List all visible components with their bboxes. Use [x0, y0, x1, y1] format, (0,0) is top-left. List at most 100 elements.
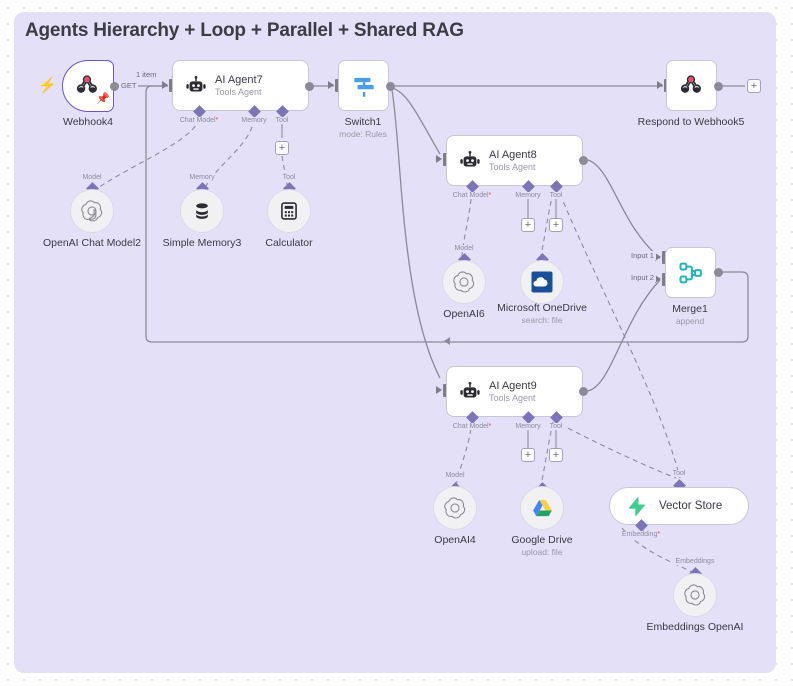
- openai4-port-label: Model: [443, 472, 467, 479]
- node-label-microsoft-onedrive: Microsoft OneDrive: [497, 302, 587, 314]
- switch1-output-port[interactable]: [386, 82, 395, 91]
- ai-agent9-chatmodel-label: Chat Model: [450, 423, 494, 430]
- trigger-bolt-icon: ⚡: [38, 77, 57, 94]
- ai-agent8-input-port[interactable]: [443, 153, 448, 166]
- robot-icon: [460, 150, 480, 166]
- respond5-output-port[interactable]: [714, 82, 723, 91]
- merge1-input2-port[interactable]: [662, 273, 667, 286]
- switch-icon: [353, 77, 374, 97]
- ai-agent9-memory-label: Memory: [513, 423, 543, 430]
- openai-chat-model2-port-label: Model: [80, 174, 104, 181]
- ai-agent8-tool-label: Tool: [547, 192, 565, 199]
- robot-icon: [186, 75, 206, 91]
- webhook4-output-port[interactable]: [110, 82, 119, 91]
- ai-agent7-tool-label: Tool: [273, 117, 291, 124]
- pin-icon[interactable]: 📌: [96, 93, 110, 105]
- ai-agent8-input-arrow: [436, 155, 442, 163]
- merge1-output-port[interactable]: [714, 268, 723, 277]
- node-title-ai-agent7: AI Agent7: [215, 74, 263, 86]
- node-sublabel-microsoft-onedrive: search: file: [521, 315, 563, 325]
- node-microsoft-onedrive[interactable]: [520, 260, 564, 304]
- calculator-icon: [281, 202, 297, 220]
- database-icon: [196, 203, 208, 219]
- node-label-simple-memory3: Simple Memory3: [162, 237, 242, 249]
- node-ai-agent9[interactable]: AI Agent9 Tools Agent: [446, 366, 583, 417]
- ai-agent8-tool-add-button[interactable]: +: [549, 218, 563, 232]
- node-label-switch1: Switch1: [344, 116, 382, 128]
- node-ai-agent7[interactable]: AI Agent7 Tools Agent: [172, 60, 309, 111]
- node-switch1[interactable]: [338, 60, 389, 111]
- workflow-panel: [14, 12, 776, 673]
- node-subtitle-ai-agent7: Tools Agent: [215, 87, 262, 97]
- n8n-webhook-icon: [76, 75, 97, 93]
- node-ai-agent8[interactable]: AI Agent8 Tools Agent: [446, 135, 583, 186]
- google-drive-icon: [532, 499, 552, 516]
- node-label-openai6: OpenAI6: [443, 308, 485, 320]
- ai-agent8-memory-add-button[interactable]: +: [521, 218, 535, 232]
- switch1-input-port[interactable]: [335, 79, 340, 92]
- node-title-ai-agent8: AI Agent8: [489, 149, 537, 161]
- ai-agent8-chatmodel-label: Chat Model: [450, 192, 494, 199]
- node-vector-store[interactable]: Vector Store: [609, 487, 749, 525]
- ai-agent7-output-port[interactable]: [305, 82, 314, 91]
- node-label-openai4: OpenAI4: [434, 534, 476, 546]
- embeddings-openai-port-label: Embeddings: [673, 558, 717, 565]
- merge1-input1-arrow: [655, 253, 661, 261]
- webhook4-items-label: 1 item: [134, 70, 159, 79]
- ai-agent7-tool-add-button[interactable]: +: [275, 141, 289, 155]
- webhook4-method-label: GET: [119, 81, 139, 90]
- ai-agent9-tool-label: Tool: [547, 423, 565, 430]
- node-openai6[interactable]: [442, 260, 486, 304]
- merge-icon: [679, 262, 702, 283]
- node-label-openai-chat-model2: OpenAI Chat Model2: [42, 237, 142, 249]
- ai-agent9-tool-add-button[interactable]: +: [549, 448, 563, 462]
- page-title: Agents Hierarchy + Loop + Parallel + Sha…: [25, 20, 464, 41]
- ai-agent7-input-port[interactable]: [169, 79, 174, 92]
- node-respond-to-webhook5[interactable]: [666, 60, 717, 111]
- node-embeddings-openai[interactable]: [673, 573, 717, 617]
- vector-store-tool-label: Tool: [670, 470, 688, 477]
- n8n-webhook-icon: [680, 74, 701, 93]
- ai-agent7-memory-label: Memory: [239, 117, 269, 124]
- respond5-input-arrow: [657, 81, 663, 89]
- openai-icon: [81, 200, 103, 222]
- ai-agent8-output-port[interactable]: [579, 156, 588, 165]
- node-google-drive[interactable]: [520, 486, 564, 530]
- node-label-merge1: Merge1: [672, 303, 708, 315]
- merge1-input1-label: Input 1: [629, 251, 656, 260]
- node-label-respond-to-webhook5: Respond to Webhook5: [637, 116, 745, 128]
- node-openai-chat-model2[interactable]: [70, 189, 114, 233]
- node-simple-memory3[interactable]: [180, 189, 224, 233]
- node-merge1[interactable]: [665, 247, 716, 298]
- node-sublabel-switch1: mode: Rules: [339, 129, 387, 139]
- openai-icon: [684, 584, 706, 606]
- loop-arrow-icon: [444, 337, 450, 345]
- ai-agent9-output-port[interactable]: [579, 387, 588, 396]
- node-label-google-drive: Google Drive: [511, 534, 573, 546]
- ai-agent9-memory-add-button[interactable]: +: [521, 448, 535, 462]
- node-label-embeddings-openai: Embeddings OpenAI: [646, 621, 744, 633]
- ai-agent7-input-arrow: [162, 81, 168, 89]
- vector-store-embedding-label: Embedding: [619, 531, 663, 538]
- node-sublabel-merge1: append: [675, 316, 705, 326]
- node-calculator[interactable]: [267, 189, 311, 233]
- node-label-calculator: Calculator: [265, 237, 313, 249]
- node-subtitle-ai-agent8: Tools Agent: [489, 162, 536, 172]
- openai-icon: [453, 271, 475, 293]
- node-title-ai-agent9: AI Agent9: [489, 380, 537, 392]
- openai6-port-label: Model: [452, 245, 476, 252]
- ai-agent8-memory-label: Memory: [513, 192, 543, 199]
- calculator-port-label: Tool: [280, 174, 298, 181]
- onedrive-icon: [531, 271, 553, 293]
- node-openai4[interactable]: [433, 486, 477, 530]
- ai-agent9-input-port[interactable]: [443, 384, 448, 397]
- node-sublabel-google-drive: upload: file: [521, 547, 563, 557]
- merge1-input2-arrow: [655, 275, 661, 283]
- node-webhook4[interactable]: [62, 60, 114, 112]
- merge1-input1-port[interactable]: [662, 251, 667, 264]
- robot-icon: [460, 381, 480, 397]
- ai-agent7-chatmodel-label: Chat Model: [177, 117, 221, 124]
- respond5-add-node-button[interactable]: +: [747, 79, 761, 93]
- simple-memory3-port-label: Memory: [187, 174, 217, 181]
